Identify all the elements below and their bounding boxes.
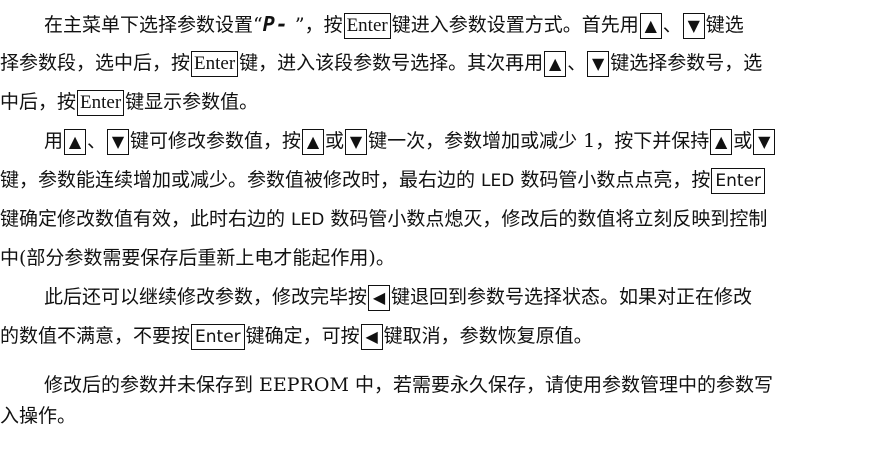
p2-line3: 键确定修改数值有效，此时右边的 LED 数码管小数点熄灭，修改后的数值将立刻反映… <box>0 204 767 234</box>
down-key: ▼ <box>682 13 705 39</box>
up-key: ▲ <box>710 129 733 155</box>
enter-key: Enter <box>191 324 245 350</box>
back-key: ◀ <box>360 324 383 350</box>
text: 择参数段，选中后，按 <box>0 52 191 74</box>
down-key: ▼ <box>587 51 610 77</box>
text: 键显示参数值。 <box>125 91 259 113</box>
enter-key: Enter <box>191 51 239 77</box>
up-key: ▲ <box>639 13 662 39</box>
text: 中后，按 <box>0 91 77 113</box>
up-key: ▲ <box>64 129 87 155</box>
enter-key: Enter <box>343 13 391 39</box>
text: 或 <box>325 130 345 152</box>
text: 在主菜单下选择参数设置“ <box>44 14 263 36</box>
text: 键一次，参数增加或减少 1，按下并保持 <box>368 130 710 152</box>
text: 修改后的参数并未保存到 EEPROM 中，若需要永久保存，请使用参数管理中的参数… <box>44 374 773 396</box>
down-key: ▼ <box>107 129 130 155</box>
led-text: LED <box>481 171 515 191</box>
p2-line4: 中(部分参数需要保存后重新上电才能起作用)。 <box>0 243 395 273</box>
p3-line1: 此后还可以继续修改参数，修改完毕按◀键退回到参数号选择状态。如果对正在修改 <box>44 282 752 312</box>
up-key: ▲ <box>302 129 325 155</box>
enter-key: Enter <box>711 168 766 194</box>
param-code: P- <box>262 12 289 36</box>
enter-key: Enter <box>77 90 125 116</box>
text: 数码管小数点点亮，按 <box>514 169 711 191</box>
text: 中(部分参数需要保存后重新上电才能起作用)。 <box>0 247 395 269</box>
text: 键取消，参数恢复原值。 <box>383 325 593 347</box>
led-text: LED <box>291 210 325 230</box>
back-key: ◀ <box>368 285 391 311</box>
text: 键，参数能连续增加或减少。参数值被修改时，最右边的 <box>0 169 482 191</box>
down-key: ▼ <box>753 129 776 155</box>
p4-line2: 入操作。 <box>0 401 76 431</box>
text: 数码管小数点熄灭，修改后的数值将立刻反映到控制 <box>324 208 768 230</box>
text: 键选择参数号，选 <box>610 52 763 74</box>
text: 、 <box>567 52 587 74</box>
up-key: ▲ <box>544 51 567 77</box>
down-key: ▼ <box>345 129 368 155</box>
p2-line2: 键，参数能连续增加或减少。参数值被修改时，最右边的 LED 数码管小数点点亮，按… <box>0 165 766 195</box>
text: 、 <box>87 130 107 152</box>
text: 键进入参数设置方式。首先用 <box>391 14 639 36</box>
text: 键可修改参数值，按 <box>130 130 302 152</box>
text: 入操作。 <box>0 405 77 427</box>
text: 键选 <box>705 14 744 36</box>
text: 的数值不满意，不要按 <box>0 325 191 347</box>
p2-line1: 用▲、▼键可修改参数值，按▲或▼键一次，参数增加或减少 1，按下并保持▲或▼ <box>44 126 776 156</box>
text: 此后还可以继续修改参数，修改完毕按 <box>44 286 368 308</box>
text: 键退回到参数号选择状态。如果对正在修改 <box>391 286 753 308</box>
text: 用 <box>44 130 64 152</box>
p4-line1: 修改后的参数并未保存到 EEPROM 中，若需要永久保存，请使用参数管理中的参数… <box>44 370 773 400</box>
text: ”，按 <box>288 14 343 36</box>
text: 键确定修改数值有效，此时右边的 <box>0 208 292 230</box>
text: 键确定，可按 <box>245 325 360 347</box>
text: 键，进入该段参数号选择。其次再用 <box>239 52 544 74</box>
text: 或 <box>733 130 753 152</box>
text: 、 <box>662 14 682 36</box>
